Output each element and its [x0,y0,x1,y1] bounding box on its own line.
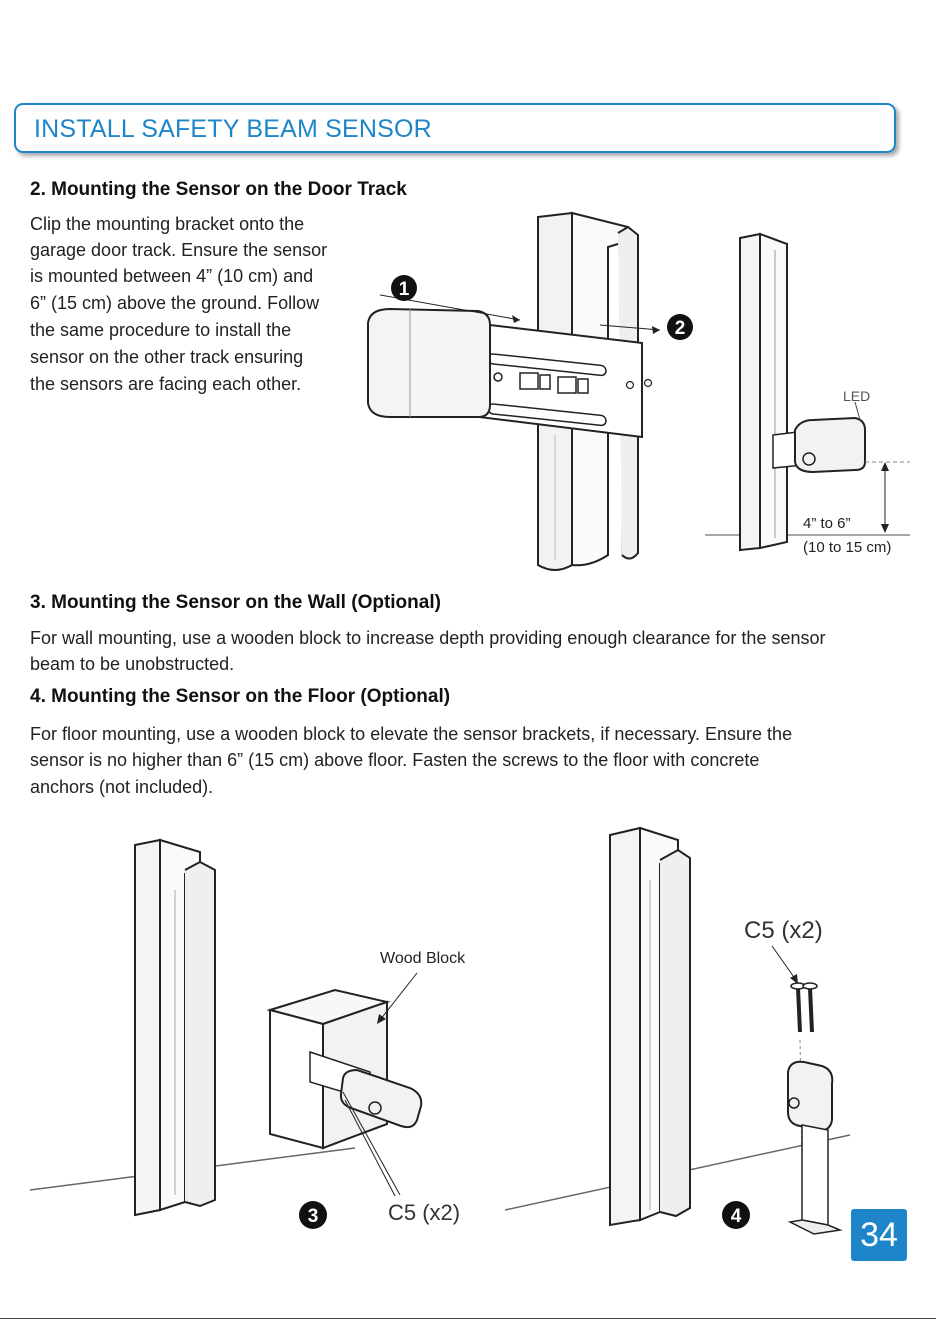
wall-screw-label: C5 (x2) [388,1200,460,1225]
text-line: anchors (not included). [30,777,214,797]
floor-heading: 4. Mounting the Sensor on the Floor (Opt… [30,686,451,707]
wood-block-label: Wood Block [380,950,466,967]
door-track-bracket-diagram: 1 2 [367,211,693,571]
floor-screw-label: C5 (x2) [744,917,823,944]
wall-mount-diagram: Wood Block C5 (x2) 3 [29,838,466,1229]
text-line: For floor mounting, use a wooden block t… [30,724,793,744]
page-number: 34 [851,1209,907,1261]
text-line: For wall mounting, use a wooden block to… [30,628,826,648]
text-line: the same procedure to install the [30,320,292,340]
sensor-height-diagram: LED 4” to 6” (10 to 15 cm) [705,232,910,556]
step-3-marker: 3 [308,1206,319,1227]
text-line: sensor is no higher than 6” (15 cm) abov… [30,750,760,770]
height-range-metric-label: (10 to 15 cm) [803,539,891,556]
text-line: the sensors are facing each other. [30,374,302,394]
text-line: is mounted between 4” (10 cm) and [30,266,314,286]
page-title: INSTALL SAFETY BEAM SENSOR [34,115,432,143]
section-header: INSTALL SAFETY BEAM SENSOR [14,103,896,153]
led-label: LED [843,388,870,404]
bottom-rule [0,1318,936,1319]
wall-heading: 3. Mounting the Sensor on the Wall (Opti… [30,592,441,613]
step-2-marker: 2 [675,318,686,339]
height-range-label: 4” to 6” [803,515,851,532]
text-line: Clip the mounting bracket onto the [30,214,305,234]
text-line: sensor on the other track ensuring [30,347,304,367]
step-1-marker: 1 [399,279,410,300]
text-line: garage door track. Ensure the sensor [30,240,328,260]
text-line: beam to be unobstructed. [30,654,235,674]
door-track-heading: 2. Mounting the Sensor on the Door Track [30,179,407,200]
text-line: 6” (15 cm) above the ground. Follow [30,293,320,313]
floor-mount-diagram: C5 (x2) 4 [504,826,851,1235]
step-4-marker: 4 [731,1206,742,1227]
